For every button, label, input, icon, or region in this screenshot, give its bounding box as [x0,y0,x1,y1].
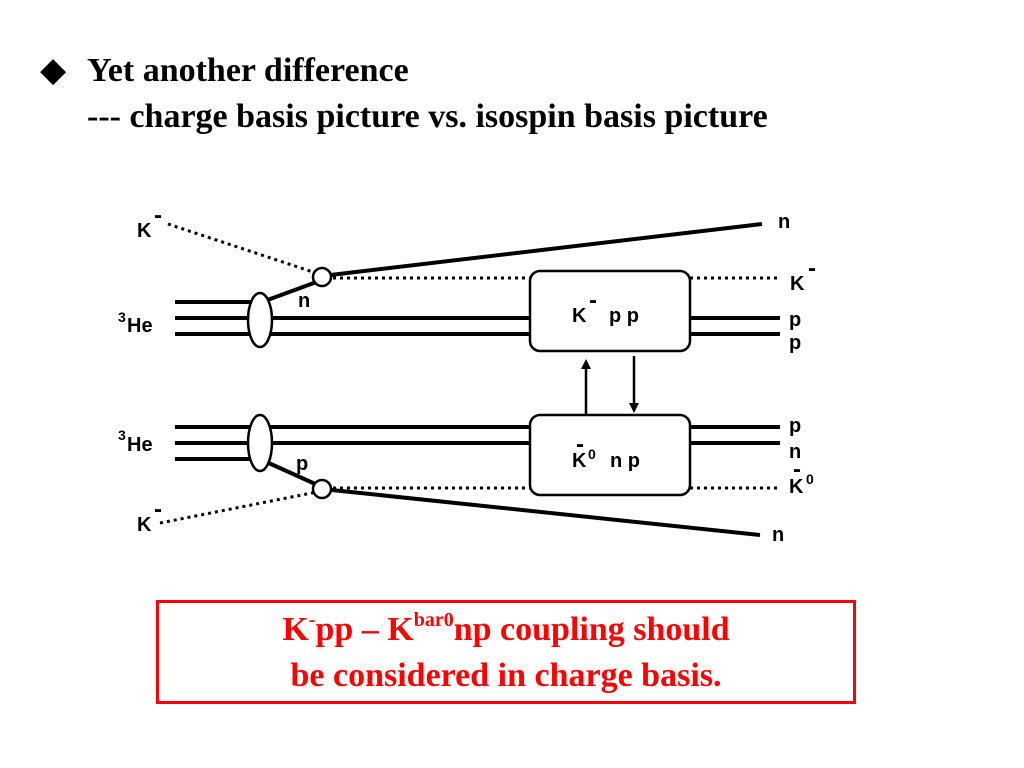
upper-out-kaon-charge: - [808,255,816,282]
conclusion-np-rest: np coupling should [453,611,730,648]
lower-box-rest-label: n p [610,450,640,472]
conclusion-k: K [282,611,309,648]
lower-out-proton-label: p [789,415,801,437]
diamond-bullet-icon: ◆ [40,52,67,89]
upper-process: K - 3 He n n K - p p K - p p [118,202,816,354]
lower-nucleus-sup: 3 [118,427,126,443]
lower-kaon-in-label: K [137,514,152,536]
lower-box-kaon-label: K [572,450,587,472]
upper-vertex-circle [311,266,333,288]
slide-title: ◆ Yet another difference --- charge basis… [40,48,768,140]
upper-struck-nucleon-line [261,278,323,304]
upper-out-neutron-label: n [778,211,790,233]
reaction-diagram: K - 3 He n n K - p p K - p p [118,202,816,546]
title-text-1: Yet another difference [87,52,409,89]
lower-out-kaon-bar: - [793,456,801,483]
lower-out-kaon-label: K [789,476,804,498]
lower-nucleus-ellipse [246,413,274,473]
lower-box-kaon-sup: 0 [588,446,596,462]
upper-out-kaon-label: K [790,273,805,295]
lower-box-kaon-bar: - [576,431,584,458]
conclusion-line-1: K-pp – Kbar0np coupling should [159,607,853,653]
title-line-1: ◆ Yet another difference [40,48,768,94]
upper-kaon-in-charge: - [154,202,162,229]
lower-kaon-in-charge: - [154,496,162,523]
lower-process: 3 He p K - p n - K 0 n - K 0 n p [118,413,814,546]
conclusion-line-2: be considered in charge basis. [290,657,722,694]
lower-struck-nucleon-label: p [296,453,308,475]
upper-kpp-box [528,269,692,353]
conclusion-k-charge: - [308,608,316,631]
upper-nucleus-label: He [127,315,153,337]
lower-kaon-in-line [159,489,323,525]
lower-out-kaon-sup: 0 [806,471,814,487]
upper-struck-nucleon-label: n [298,290,310,312]
lower-nucleus-label: He [127,434,153,456]
lower-vertex-circle [311,478,333,500]
lower-struck-nucleon-line [261,458,323,489]
lower-out-neutron-bottom-label: n [772,524,784,546]
title-line-2: --- charge basis picture vs. isospin bas… [87,98,768,135]
lower-neutron-out-line [321,487,761,537]
upper-out-proton-1-label: p [789,309,801,331]
upper-box-kaon-charge: - [589,287,597,314]
upper-kaon-in-label: K [137,220,152,242]
conclusion-bar-sup: bar0 [413,608,454,631]
upper-box-rest-label: p p [609,305,639,327]
conclusion-pp: pp – K [315,611,414,648]
conclusion-box: K-pp – Kbar0np coupling should be consid… [156,600,856,704]
upper-kaon-in-line [167,222,323,277]
upper-neutron-out-line [321,222,763,278]
upper-box-kaon-label: K [572,305,587,327]
lower-kbar0np-box [528,413,692,497]
upper-nucleus-ellipse [246,291,274,349]
lower-out-neutron-label: n [789,441,801,463]
upper-nucleus-sup: 3 [118,309,126,325]
upper-out-proton-2-label: p [789,332,801,354]
